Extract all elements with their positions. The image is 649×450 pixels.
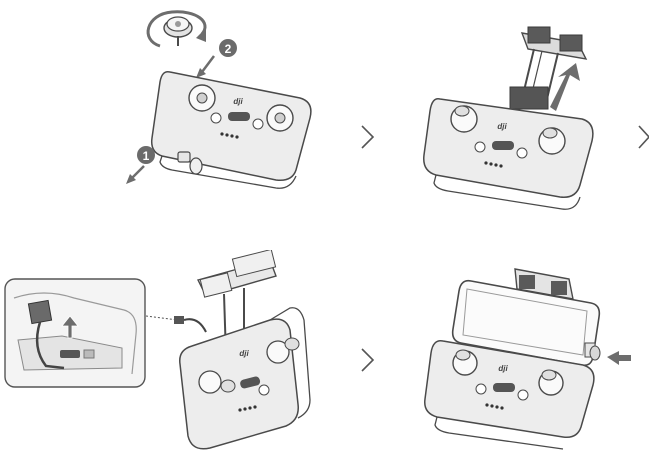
power-button [492,141,514,150]
remote-controller: dji [424,99,593,210]
function-button [475,142,485,152]
step-panel-extend-holder: dji [410,15,620,215]
insert-arrow-icon [202,56,214,72]
camera-button [517,148,527,158]
inset-pointer-line [146,316,178,320]
control-stick-knob [164,17,192,46]
step-panel-mount-phone: dji [405,265,640,450]
usb-port [60,350,80,358]
brand-logo: dji [497,122,507,131]
brand-logo: dji [498,364,508,373]
brand-logo: dji [239,349,249,358]
pull-out-arrow-icon [132,166,144,178]
step-panel-stick-removal: 2 dji 1 [110,0,330,200]
function-button [476,384,486,394]
power-button [228,112,250,121]
remote-controller: dji [180,308,310,449]
connect-arrow-icon [607,351,631,365]
rotate-arrowhead-icon [196,28,206,42]
cable-connector [585,343,600,360]
camera-button [518,390,528,400]
camera-button [253,119,263,129]
left-control-stick [453,350,477,375]
power-button [493,383,515,392]
remote-controller: dji [152,72,311,189]
next-step-chevron-icon [358,345,378,375]
left-control-stick [451,106,477,132]
next-step-chevron-icon [358,122,378,152]
brand-logo: dji [233,97,243,106]
right-control-stick [539,370,563,395]
function-button [211,113,221,123]
step-badge-2-label: 2 [225,42,232,56]
step-badge-1-label: 1 [143,149,150,163]
camera-button [259,385,269,395]
right-control-stick [539,128,565,154]
step-panel-connect-cable: dji [140,250,320,450]
cable-end-connector [174,316,206,332]
next-step-chevron-icon [636,122,649,152]
cable-port-detail-inset [4,278,146,388]
